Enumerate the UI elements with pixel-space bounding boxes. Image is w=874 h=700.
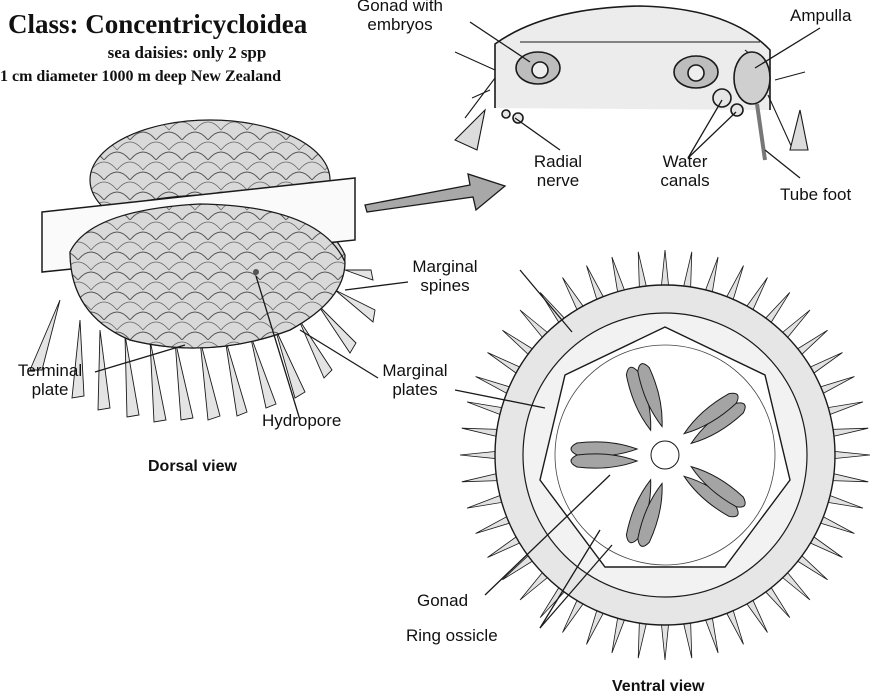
label-line: embryos — [350, 16, 450, 35]
label-gonad: Gonad — [417, 592, 468, 611]
label-line: canals — [645, 172, 725, 191]
label-tube-foot: Tube foot — [780, 186, 851, 205]
label-hydropore: Hydropore — [262, 412, 341, 431]
marginal-spine — [460, 451, 500, 459]
cross-section-figure — [455, 6, 808, 160]
section-arrow — [365, 174, 505, 212]
label-line: Gonad with — [350, 0, 450, 16]
page-subtitle: sea daisies: only 2 spp — [87, 44, 287, 63]
marginal-spine — [661, 620, 669, 660]
ventral-view-figure — [460, 250, 870, 660]
label-line: Water — [645, 153, 725, 172]
label-line: nerve — [518, 172, 598, 191]
gonad-with-embryos-right — [674, 56, 718, 88]
page-title: Class: Concentricycloidea — [8, 10, 307, 40]
label-line: Marginal — [400, 258, 490, 277]
caption-ventral-view: Ventral view — [612, 678, 705, 696]
page-note: 1 cm diameter 1000 m deep New Zealand — [0, 68, 281, 86]
label-radial-nerve: Radial nerve — [518, 153, 598, 190]
central-mouth — [651, 441, 679, 469]
label-line: Terminal — [5, 362, 95, 381]
label-marginal-spines: Marginal spines — [400, 258, 490, 295]
ampulla-shape — [734, 52, 770, 104]
label-line: Marginal — [370, 362, 460, 381]
tube-foot-shape — [757, 104, 765, 160]
hydropore-dot — [253, 269, 259, 275]
caption-dorsal-view: Dorsal view — [148, 458, 237, 476]
label-line: Radial — [518, 153, 598, 172]
label-line: spines — [400, 277, 490, 296]
label-terminal-plate: Terminal plate — [5, 362, 95, 399]
label-marginal-plates: Marginal plates — [370, 362, 460, 399]
label-gonad-with-embryos: Gonad with embryos — [350, 0, 450, 34]
label-line: plates — [370, 381, 460, 400]
marginal-spine — [661, 250, 669, 290]
label-line: plate — [5, 381, 95, 400]
label-water-canals: Water canals — [645, 153, 725, 190]
marginal-spine — [830, 451, 870, 459]
label-ampulla: Ampulla — [790, 7, 851, 26]
label-ring-ossicle: Ring ossicle — [406, 627, 498, 646]
